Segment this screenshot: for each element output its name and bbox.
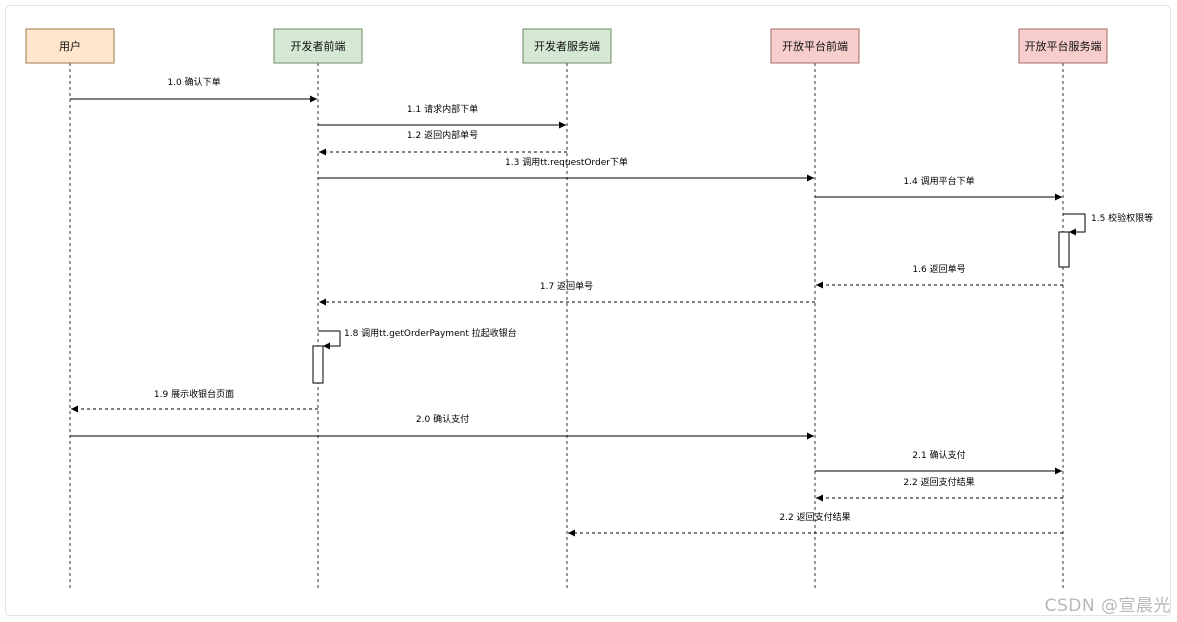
activation-bar-plat_be [1058, 231, 1070, 268]
participant-label-plat_be: 开放平台服务端 [1025, 39, 1102, 53]
participant-box-user [25, 28, 115, 64]
participant-label-user: 用户 [59, 39, 81, 53]
message-label: 2.2 返回支付结果 [779, 511, 850, 523]
message-label: 1.5 校验权限等 [1091, 212, 1153, 224]
participant-box-dev_fe [273, 28, 363, 64]
participant-label-dev_be: 开发者服务端 [534, 39, 600, 53]
message-label: 1.9 展示收银台页面 [154, 388, 234, 400]
message-label: 2.1 确认支付 [912, 449, 965, 461]
message-label: 1.0 确认下单 [167, 76, 220, 88]
message-label: 1.4 调用平台下单 [903, 175, 974, 187]
participant-box-dev_be [522, 28, 612, 64]
watermark: CSDN @宣晨光 [1044, 596, 1171, 616]
message-label: 1.8 调用tt.getOrderPayment 拉起收银台 [344, 327, 517, 339]
message-label: 1.3 调用tt.requestOrder下单 [505, 156, 628, 168]
participant-box-plat_fe [770, 28, 860, 64]
message-label: 2.2 返回支付结果 [903, 476, 974, 488]
message-label: 2.0 确认支付 [416, 413, 469, 425]
participant-label-plat_fe: 开放平台前端 [782, 39, 848, 53]
message-label: 1.2 返回内部单号 [407, 129, 478, 141]
participant-box-plat_be [1018, 28, 1108, 64]
message-label: 1.6 返回单号 [912, 263, 965, 275]
participant-label-dev_fe: 开发者前端 [291, 39, 346, 53]
activation-bar-dev_fe [312, 345, 324, 384]
self-message-arrow [318, 330, 341, 350]
message-label: 1.7 返回单号 [540, 280, 593, 292]
self-message-arrow [1063, 213, 1086, 236]
diagram-frame [5, 5, 1171, 616]
message-label: 1.1 请求内部下单 [407, 103, 478, 115]
